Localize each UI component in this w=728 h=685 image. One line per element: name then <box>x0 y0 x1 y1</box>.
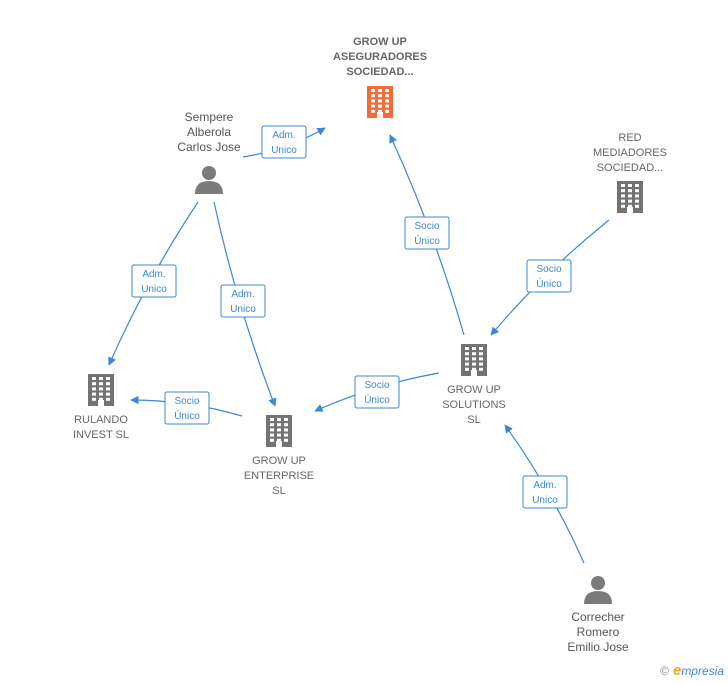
edge-sempere-alberola-to-grow-up-aseguradores: Adm. Unico <box>242 125 326 159</box>
edge-label-text: Único <box>536 277 562 290</box>
node-label: Carlos Jose <box>177 140 241 154</box>
edge-label-box[interactable] <box>164 391 210 425</box>
node-label: GROW UP <box>353 36 407 48</box>
edge-label-box[interactable] <box>131 264 177 298</box>
edge-sempere-alberola-to-rulando-invest: Adm. Unico <box>108 201 199 366</box>
node-label: ENTERPRISE <box>244 470 314 482</box>
node-label: SL <box>272 485 285 497</box>
node-label: Romero <box>577 625 620 639</box>
building-icon <box>617 181 643 213</box>
node-label: Emilio Jose <box>567 640 629 654</box>
node-label: Sempere <box>185 110 234 124</box>
edge-label-text: Socio <box>174 396 199 407</box>
node-grow-up-solutions[interactable]: GROW UP SOLUTIONS SL <box>442 344 506 426</box>
node-label: SOCIEDAD... <box>597 162 664 174</box>
edge-label-text: Adm. <box>272 130 295 141</box>
node-grow-up-aseguradores[interactable]: GROW UP ASEGURADORES SOCIEDAD... <box>333 36 427 118</box>
node-label: ASEGURADORES <box>333 51 427 63</box>
edge-label-text: Unico <box>141 284 167 295</box>
edge-label-text: Unico <box>230 304 256 315</box>
edge-label-text: Socio <box>536 264 561 275</box>
node-label: RULANDO <box>74 414 128 426</box>
node-label: MEDIADORES <box>593 147 667 159</box>
edge-label-text: Único <box>364 393 390 406</box>
edge-label-box[interactable] <box>404 216 450 250</box>
node-label: Alberola <box>187 125 231 139</box>
node-rulando-invest[interactable]: RULANDO INVEST SL <box>73 374 129 441</box>
edge-label-text: Socio <box>364 380 389 391</box>
node-label: GROW UP <box>447 384 501 396</box>
footer-brand: ©empresia <box>660 662 724 679</box>
person-icon <box>195 166 223 194</box>
brand-logo-text: mpresia <box>681 664 724 678</box>
edge-label-text: Único <box>414 234 440 247</box>
node-red-mediadores[interactable]: RED MEDIADORES SOCIEDAD... <box>593 132 667 213</box>
node-label: RED <box>618 132 641 144</box>
building-icon <box>461 344 487 376</box>
edge-label-text: Socio <box>414 221 439 232</box>
node-label: SOLUTIONS <box>442 399 506 411</box>
edge-label-text: Unico <box>532 495 558 506</box>
edge-sempere-alberola-to-grow-up-enterprise: Adm. Unico <box>213 201 277 407</box>
node-label: GROW UP <box>252 455 306 467</box>
edge-label-text: Adm. <box>142 269 165 280</box>
edge-label-box[interactable] <box>220 284 266 318</box>
edge-label-box[interactable] <box>526 259 572 293</box>
building-icon <box>88 374 114 406</box>
brand-logo-initial: e <box>672 662 682 679</box>
person-icon <box>584 576 612 604</box>
edge-label-text: Adm. <box>533 480 556 491</box>
copyright-symbol: © <box>660 664 669 678</box>
edge-correcher-romero-to-grow-up-solutions: Adm. Unico <box>504 424 585 564</box>
edge-label-box[interactable] <box>354 375 400 409</box>
edge-label-text: Unico <box>271 145 297 156</box>
node-label: SL <box>467 414 480 426</box>
edge-label-box[interactable] <box>522 475 568 509</box>
edge-label-text: Adm. <box>231 289 254 300</box>
edge-label-text: Único <box>174 409 200 422</box>
nodes-layer: GROW UP ASEGURADORES SOCIEDAD... RED MEDIADO… <box>73 36 667 654</box>
edge-label-box[interactable] <box>261 125 307 159</box>
building-icon <box>266 415 292 447</box>
node-label: INVEST SL <box>73 429 129 441</box>
node-grow-up-enterprise[interactable]: GROW UP ENTERPRISE SL <box>244 415 314 497</box>
building-icon <box>367 86 393 118</box>
node-label: Correcher <box>571 610 624 624</box>
node-label: SOCIEDAD... <box>346 66 413 78</box>
